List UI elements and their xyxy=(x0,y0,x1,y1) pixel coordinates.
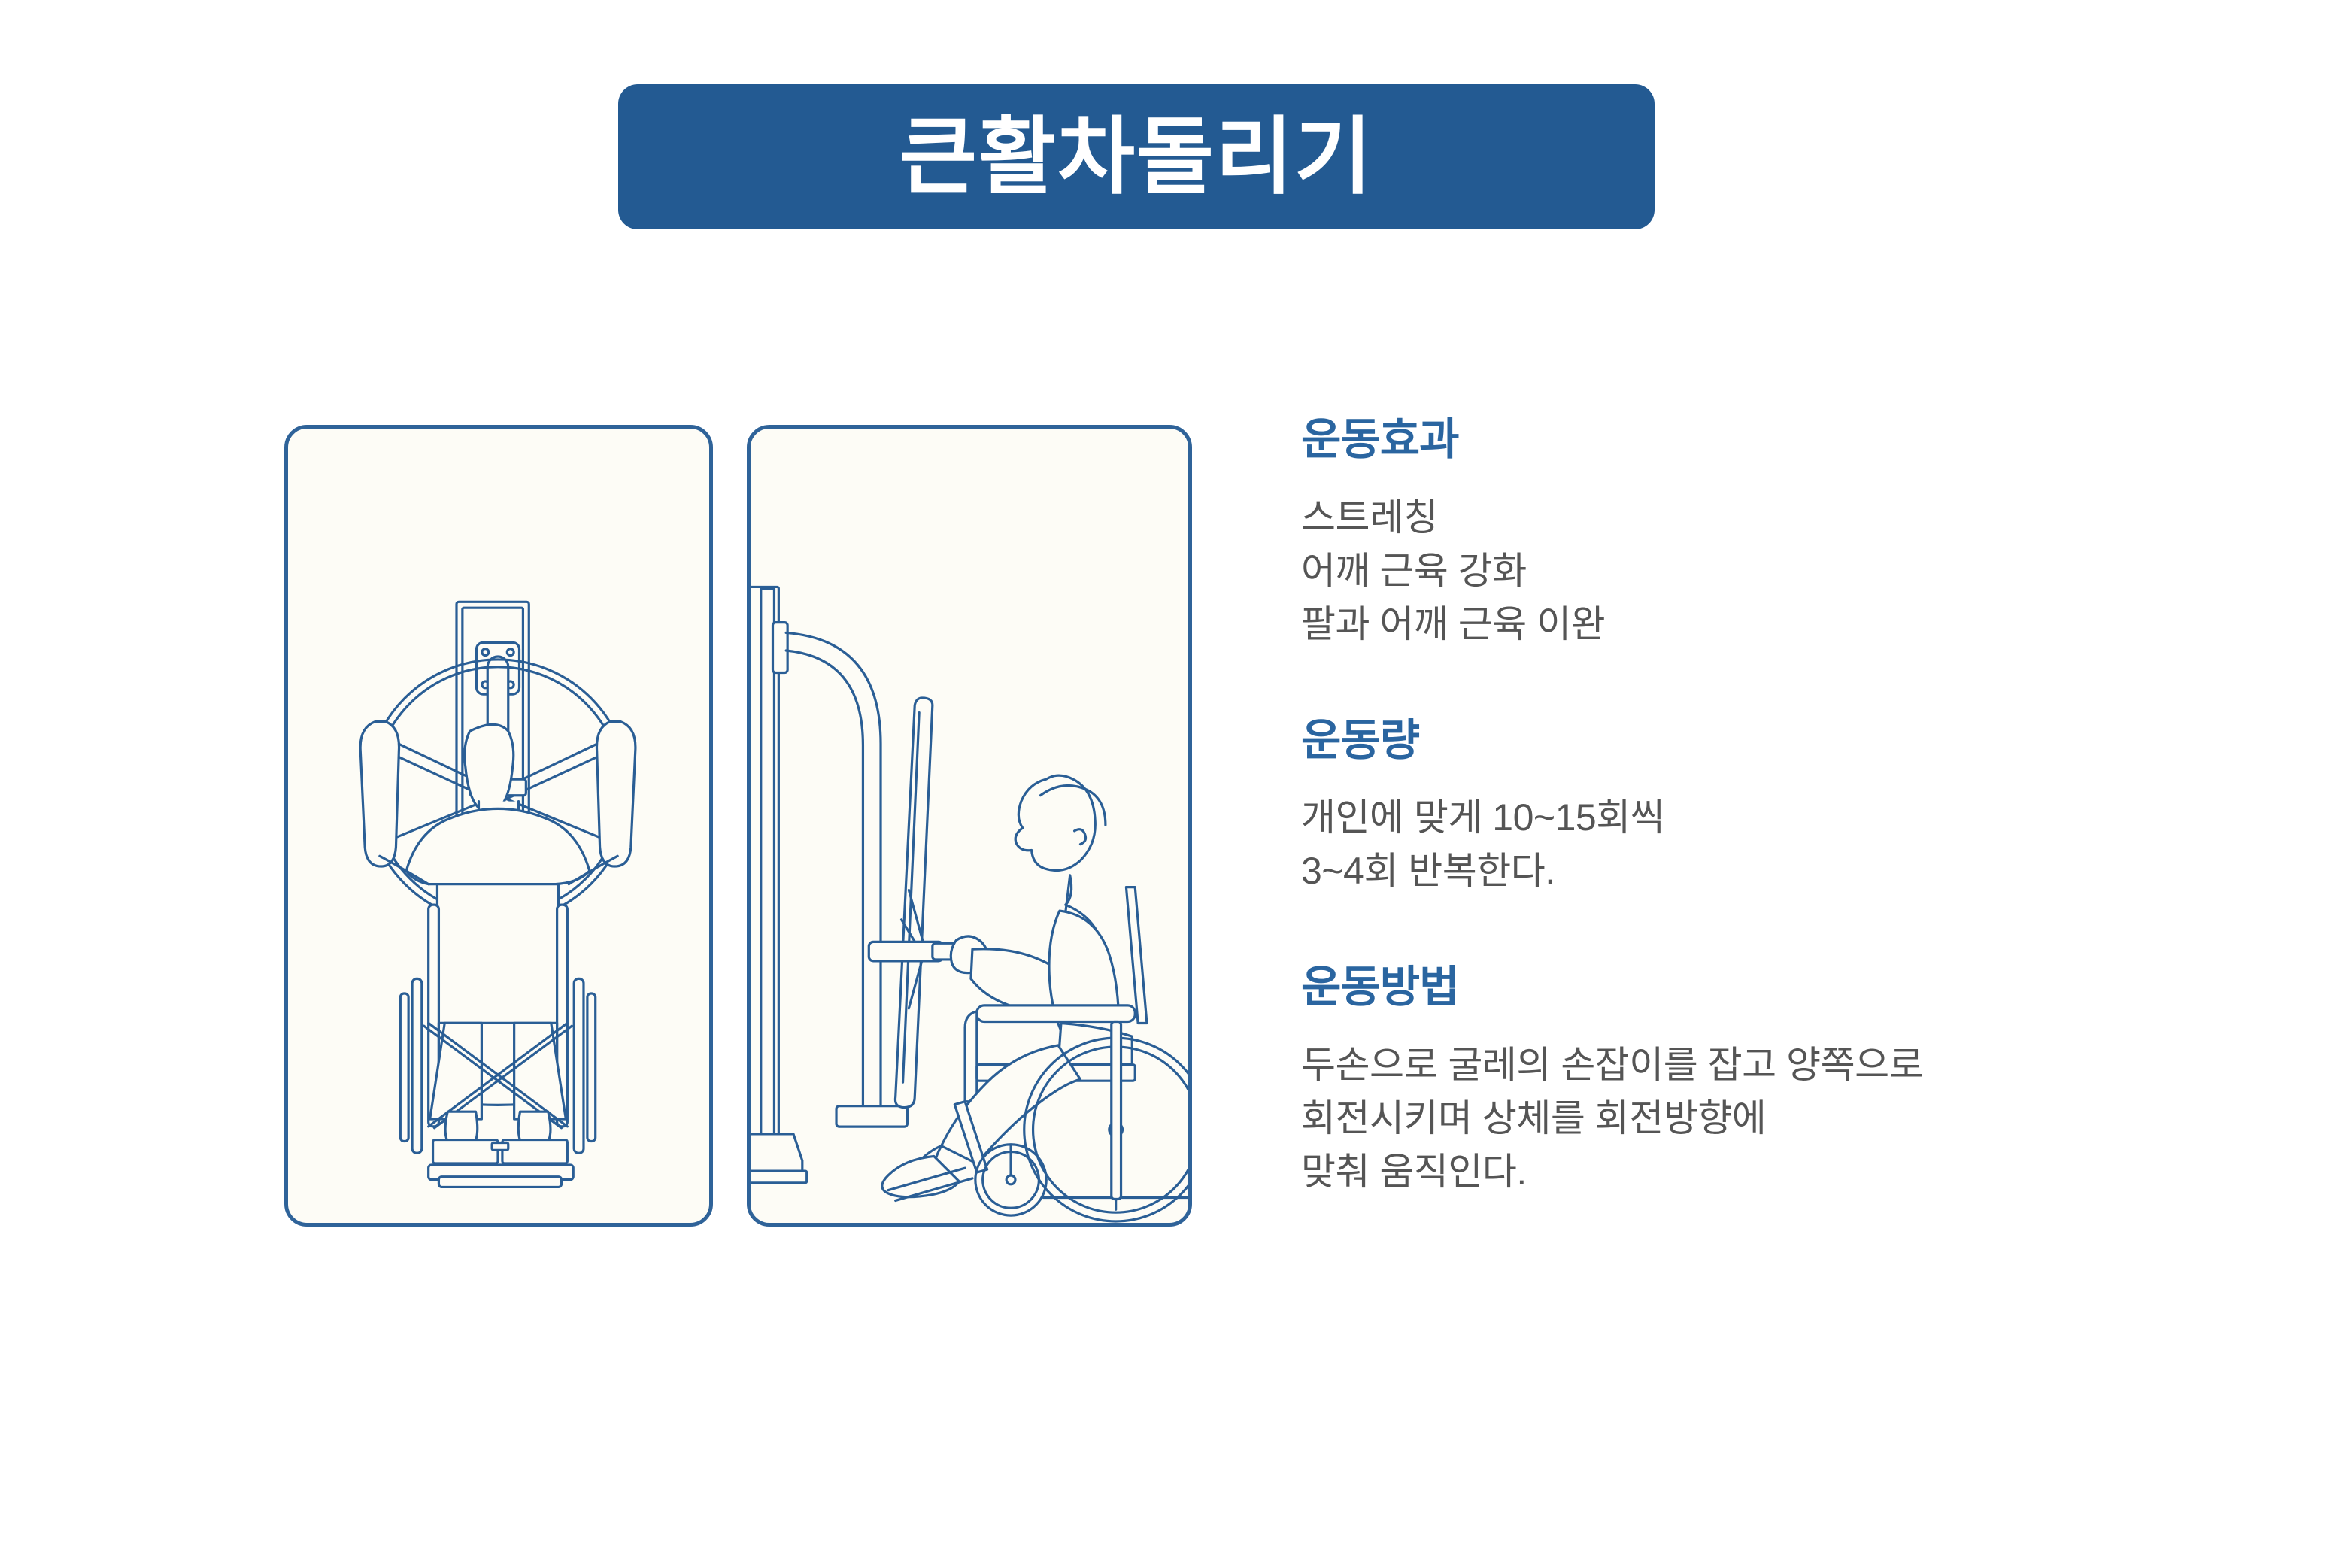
page-title-banner: 큰활차돌리기 xyxy=(618,84,1655,229)
side-view-illustration xyxy=(751,429,1188,1223)
section-exercise-effect: 운동효과 스트레칭 어깨 근육 강화 팔과 어깨 근육 이완 xyxy=(1301,415,2196,651)
illustration-panel-side-view xyxy=(747,425,1192,1227)
section-line: 스트레칭 xyxy=(1301,496,1439,538)
illustration-panel-front-view xyxy=(284,425,713,1227)
section-line: 개인에 맞게 10~15회씩 xyxy=(1301,796,1665,839)
front-view-illustration xyxy=(288,429,709,1223)
section-line: 회전시키며 상체를 회전방향에 xyxy=(1301,1097,1767,1140)
section-line: 두손으로 굴레의 손잡이를 잡고 양쪽으로 xyxy=(1301,1044,1924,1087)
section-line: 3~4회 반복한다. xyxy=(1301,850,1555,893)
page-title: 큰활차돌리기 xyxy=(899,109,1374,204)
section-exercise-volume: 운동량 개인에 맞게 10~15회씩 3~4회 반복한다. xyxy=(1301,716,2196,899)
section-exercise-method: 운동방법 두손으로 굴레의 손잡이를 잡고 양쪽으로 회전시키며 상체를 회전방… xyxy=(1301,963,2196,1199)
section-line: 팔과 어깨 근육 이완 xyxy=(1301,602,1606,645)
section-heading-exercise-method: 운동방법 xyxy=(1301,963,1459,1012)
section-heading-exercise-effect: 운동효과 xyxy=(1301,415,1459,464)
section-line: 어깨 근육 강화 xyxy=(1301,549,1527,592)
info-column: 운동효과 스트레칭 어깨 근육 강화 팔과 어깨 근육 이완 운동량 개인에 맞… xyxy=(1301,415,2196,1199)
section-heading-exercise-volume: 운동량 xyxy=(1301,715,1420,765)
section-line: 맞춰 움직인다. xyxy=(1301,1151,1527,1193)
